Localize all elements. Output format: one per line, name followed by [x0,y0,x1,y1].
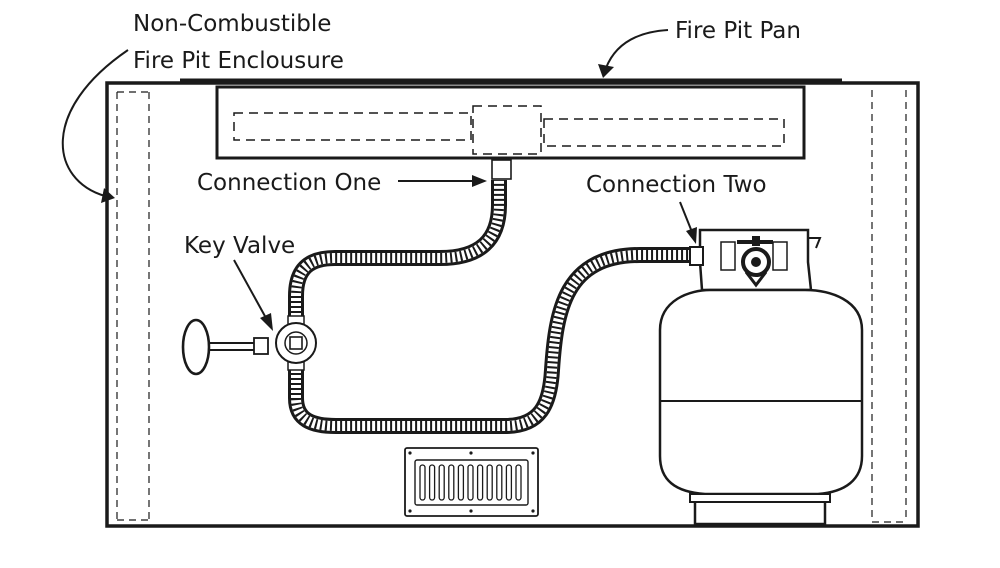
arrow-key-valve [233,259,273,331]
vent-slot [448,464,455,501]
vent-slot [486,464,493,501]
vent-slot [505,464,513,501]
key-valve [275,315,317,371]
vent-slot [515,464,522,501]
vent-slot [428,464,436,501]
label-enclosure-line2: Fire Pit Enclousure [133,48,344,74]
burner-left [233,112,472,141]
tank-valve [737,236,773,288]
enclosure-box [105,81,920,528]
arrow-connection-one [398,175,487,187]
vent-slot [476,464,484,501]
vent-slot [496,464,503,501]
label-enclosure-line1: Non-Combustible [133,11,331,37]
connection-two-fitting [689,246,704,266]
arrow-enclosure [61,49,129,203]
vent-slot [419,464,426,501]
key-handle [181,318,269,376]
connection-one-fitting [491,159,512,180]
right-side-panel [871,90,907,523]
vent-slot [457,464,465,501]
label-fire-pit-pan: Fire Pit Pan [675,18,801,44]
lower-hose [288,247,690,434]
label-connection-one: Connection One [197,170,381,196]
arrow-connection-two [679,201,697,244]
vent-grill [404,447,539,517]
label-key-valve: Key Valve [184,233,295,259]
fire-pit-pan [180,78,842,160]
upper-hose [288,180,507,318]
vent-slot [438,464,445,501]
label-connection-two: Connection Two [586,172,767,198]
left-side-panel [116,91,150,521]
vent-slot [467,464,474,501]
burner-center [472,105,542,155]
burner-right [543,118,785,147]
arrow-fire-pit-pan [598,29,669,78]
